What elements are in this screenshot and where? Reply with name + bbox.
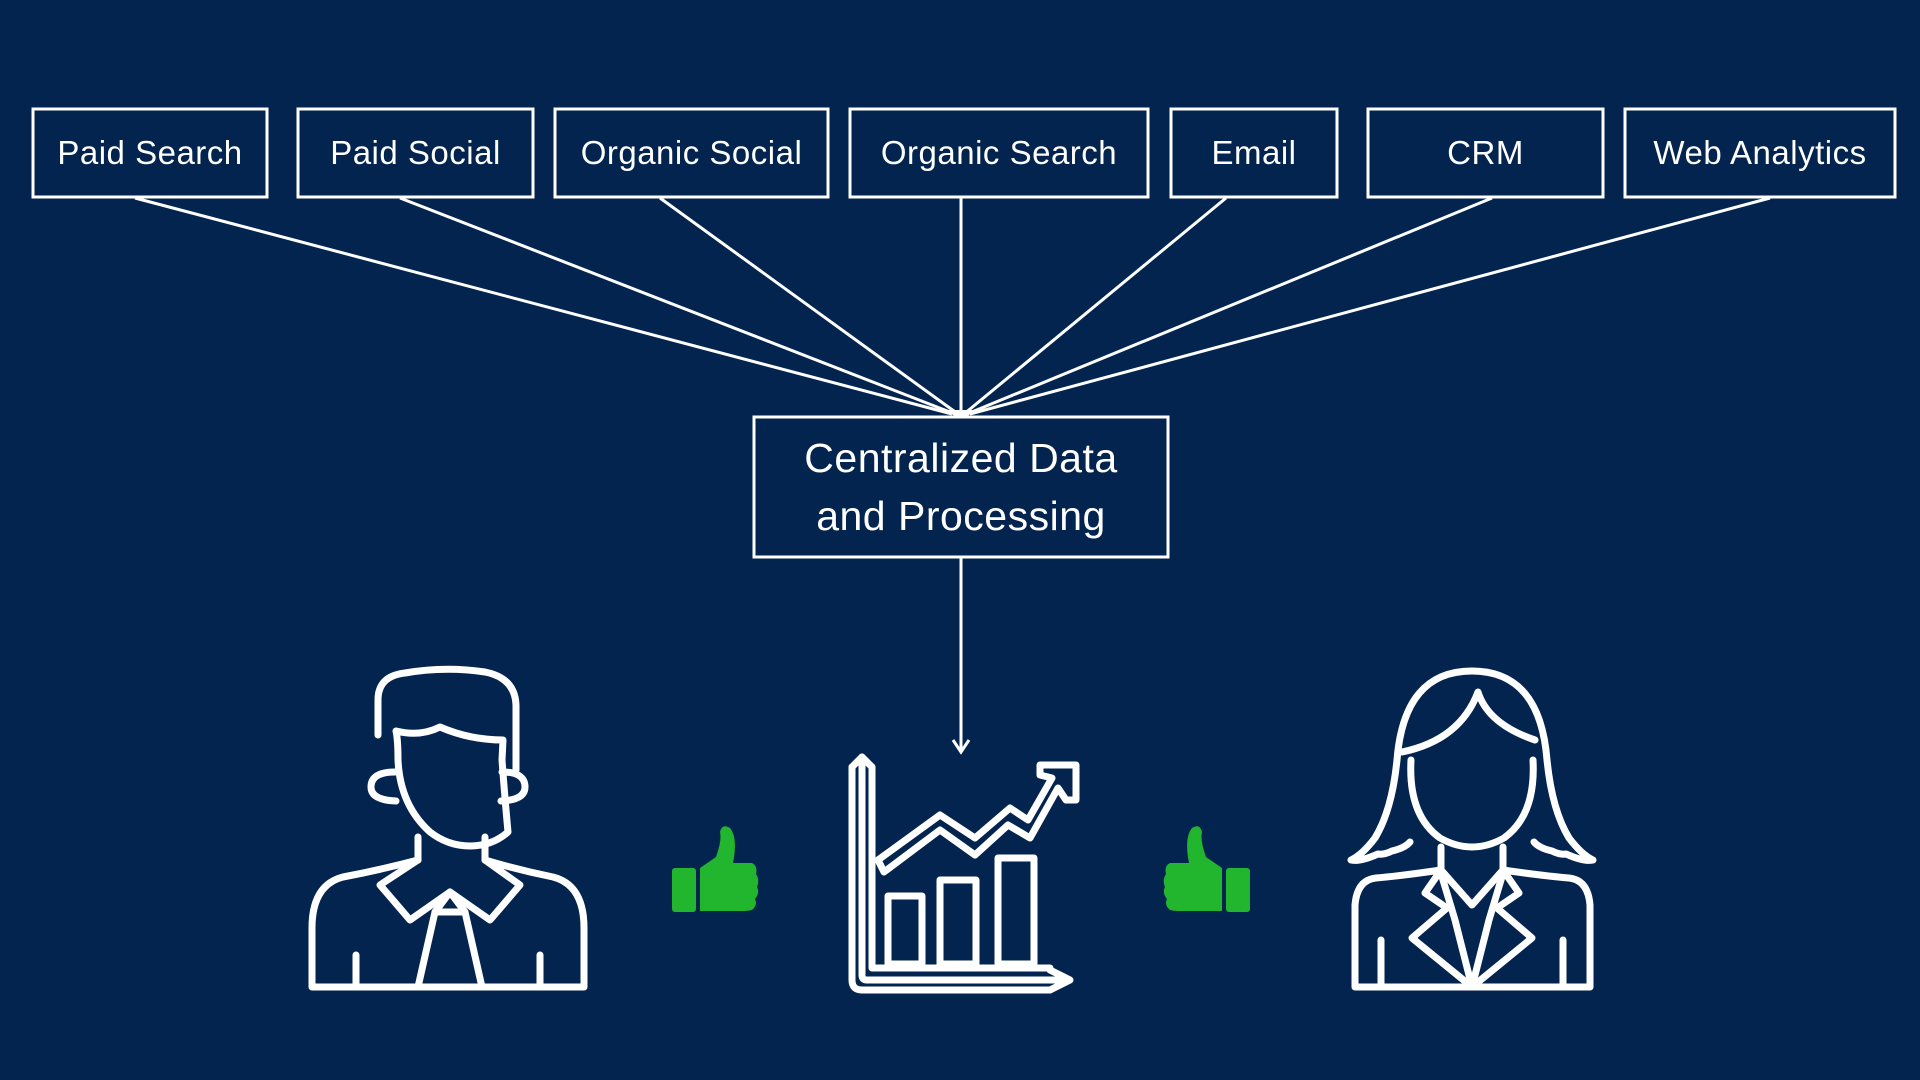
connector-email — [963, 196, 1227, 416]
connector-web-analytics — [969, 196, 1771, 416]
source-label-email: Email — [1211, 134, 1297, 171]
hub-to-chart-arrowhead — [951, 739, 971, 755]
hub-box — [752, 415, 1170, 559]
source-label-organic-social: Organic Social — [580, 134, 803, 171]
source-label-web-analytics: Web Analytics — [1653, 134, 1867, 171]
hub-label-line-2: and Processing — [816, 493, 1106, 539]
connector-paid-search — [134, 196, 953, 416]
source-box-paid-search — [31, 107, 269, 199]
hub-label: Centralized Data and Processing — [754, 417, 1168, 557]
hub-label-line-1: Centralized Data — [804, 435, 1118, 481]
source-label-paid-social: Paid Social — [330, 134, 501, 171]
source-label-organic-search: Organic Search — [880, 134, 1118, 171]
source-connectors — [134, 196, 1771, 418]
source-box-web-analytics — [1623, 107, 1897, 199]
source-box-organic-search — [848, 107, 1150, 199]
thumbs-up-icon — [672, 826, 759, 912]
source-box-email — [1169, 107, 1339, 199]
connector-crm — [966, 196, 1493, 416]
source-box-crm — [1366, 107, 1605, 199]
growth-chart-icon — [848, 753, 1080, 994]
source-label-paid-search: Paid Search — [57, 134, 243, 171]
source-label-crm: CRM — [1447, 134, 1524, 171]
source-box-organic-social — [553, 107, 830, 199]
businesswoman-icon — [1347, 667, 1597, 991]
connector-paid-social — [399, 196, 956, 416]
businessman-icon — [308, 665, 588, 991]
source-box-paid-social — [296, 107, 535, 199]
thumbs-up-icon — [1163, 826, 1250, 912]
connector-organic-social — [659, 196, 959, 416]
